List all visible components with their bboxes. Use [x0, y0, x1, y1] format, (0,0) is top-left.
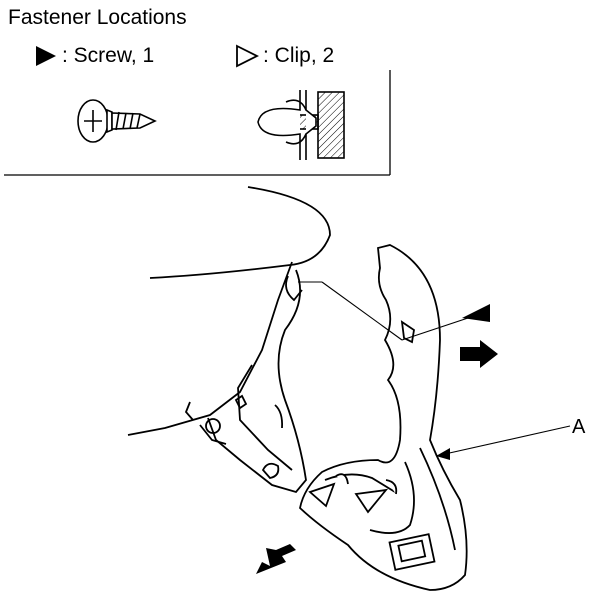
part-a-bracket: [299, 244, 468, 591]
legend-frame: [4, 70, 391, 176]
callout-label-a: A: [572, 416, 586, 438]
outline-triangle-icon: [236, 44, 259, 68]
legend-screw-label: : Screw, 1: [62, 44, 155, 67]
legend-clip-label: : Clip, 2: [263, 44, 335, 67]
arrow-right-icon: [460, 340, 498, 368]
screw-marker: [462, 304, 490, 322]
leader-arrowhead-a: [436, 448, 450, 460]
legend-clip: : Clip, 2: [235, 44, 334, 68]
body-panel-outline: [127, 186, 331, 494]
legend-screw: : Screw, 1: [34, 44, 154, 68]
arrow-down-left-icon: [256, 544, 296, 574]
clip-markers: [308, 473, 398, 514]
screw-illustration: [77, 99, 157, 143]
removal-direction-arrows: [256, 340, 498, 574]
leader-lines: [298, 281, 571, 457]
clip-illustration: [257, 90, 345, 160]
diagram-title: Fastener Locations: [8, 6, 187, 29]
filled-triangle-icon: [36, 46, 56, 66]
